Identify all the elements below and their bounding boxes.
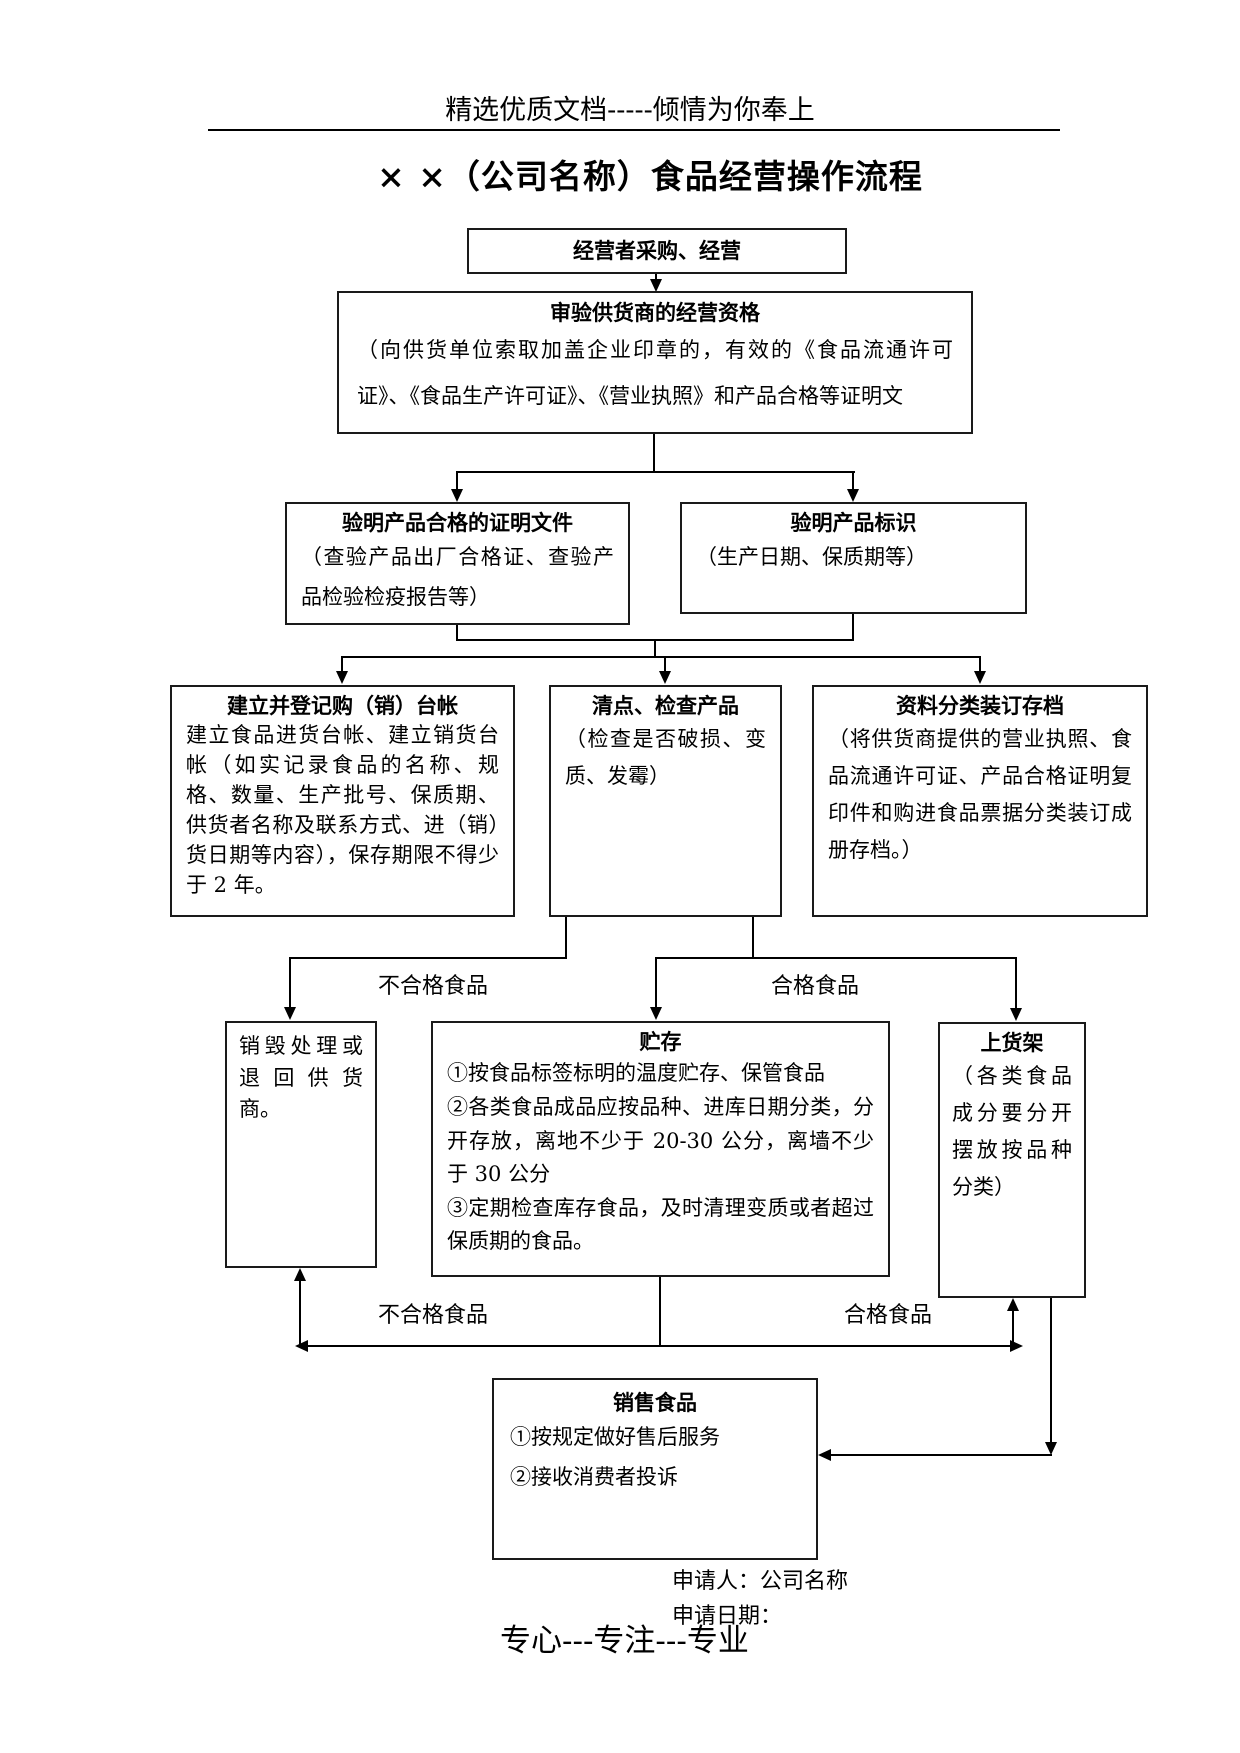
- node-verify-supplier: 审验供货商的经营资格 （向供货单位索取加盖企业印章的，有效的《食品流通许可证》、…: [337, 291, 973, 434]
- node-verify-cert-docs: 验明产品合格的证明文件 （查验产品出厂合格证、查验产品检验检疫报告等）: [285, 502, 630, 625]
- node-shelf-body: （各类食品成分要分开摆放按品种分类）: [952, 1064, 1072, 1199]
- edge-to-label-arrowhead: [847, 489, 859, 502]
- node-sell-title: 销售食品: [613, 1390, 697, 1415]
- edge-purchase-supplier-line: [655, 274, 657, 281]
- node-purchase-title: 经营者采购、经营: [573, 237, 741, 263]
- edge-bottom-left-arrowhead: [295, 1340, 308, 1352]
- edge-to-shelf-line: [1015, 957, 1017, 1010]
- edge-storage-down-line: [659, 1277, 661, 1347]
- edge-label-qualified-upper: 合格食品: [771, 974, 860, 999]
- node-verify-cert-docs-body: （查验产品出厂合格证、查验产品检验检疫报告等）: [301, 545, 614, 610]
- edge-bottom-bus-line: [299, 1345, 1021, 1347]
- edge-label-unqualified-lower: 不合格食品: [378, 1303, 489, 1328]
- edge-to-certdocs-line: [456, 471, 458, 491]
- edge-to-archive-line: [979, 656, 981, 673]
- node-storage-line-3: ③定期检查库存食品，及时清理变质或者超过保质期的食品。: [447, 1195, 874, 1254]
- edge-to-destroy-line: [289, 957, 291, 1009]
- edge-up-to-destroy-line: [299, 1281, 301, 1345]
- edge-up-to-shelf-line: [1012, 1310, 1014, 1345]
- node-storage-line-1: ①按食品标签标明的温度贮存、保管食品: [447, 1061, 825, 1086]
- node-shelf-title: 上货架: [980, 1030, 1044, 1055]
- node-storage-title: 贮存: [639, 1029, 682, 1054]
- node-verify-label-title: 验明产品标识: [790, 510, 917, 535]
- node-ledger-body: 建立食品进货台帐、建立销货台帐（如实记录食品的名称、规格、数量、生产批号、保质期…: [186, 723, 499, 897]
- edge-qualified-upper-line: [655, 957, 1017, 959]
- footer-apply-date: 申请日期：: [672, 1604, 783, 1629]
- header-rule: [208, 129, 1060, 131]
- node-inspect: 清点、检查产品 （检查是否破损、变质、发霉）: [549, 685, 782, 917]
- node-purchase: 经营者采购、经营: [467, 228, 847, 274]
- edge-certdocs-down-line: [456, 625, 458, 639]
- node-verify-label-body: （生产日期、保质期等）: [696, 545, 927, 570]
- page-title: × ×（公司名称）食品经营操作流程: [377, 157, 923, 196]
- node-storage: 贮存 ①按食品标签标明的温度贮存、保管食品 ②各类食品成品应按品种、进库日期分类…: [431, 1021, 890, 1277]
- edge-to-archive-arrowhead: [974, 671, 986, 684]
- edge-merge-drop-line: [654, 639, 656, 656]
- edge-to-inspect-arrowhead: [659, 671, 671, 684]
- edge-to-label-line: [852, 471, 854, 491]
- node-ledger-title: 建立并登记购（销）台帐: [227, 693, 458, 718]
- edge-purchase-supplier-arrowhead: [650, 279, 662, 292]
- edge-to-destroy-arrowhead: [284, 1007, 296, 1020]
- edge-shelf-down-arrowhead: [1045, 1442, 1057, 1455]
- node-verify-supplier-body: （向供货单位索取加盖企业印章的，有效的《食品流通许可证》、《食品生产许可证》、《…: [357, 338, 953, 408]
- edge-inspect-right-stub-line: [752, 917, 754, 959]
- edge-up-to-destroy-arrowhead: [294, 1268, 306, 1281]
- footer-applicant: 申请人：公司名称: [672, 1569, 849, 1594]
- edge-label-unqualified-upper: 不合格食品: [378, 974, 489, 999]
- edge-up-to-shelf-arrowhead: [1007, 1298, 1019, 1311]
- edge-to-sell-arrowhead: [818, 1449, 831, 1461]
- edge-unqualified-upper-line: [289, 957, 567, 959]
- edge-inspect-left-stub-line: [565, 917, 567, 959]
- node-destroy-body: 销毁处理或退回供货商。: [239, 1034, 363, 1121]
- node-verify-cert-docs-title: 验明产品合格的证明文件: [342, 510, 573, 535]
- node-verify-label: 验明产品标识 （生产日期、保质期等）: [680, 502, 1027, 614]
- edge-label-qualified-lower: 合格食品: [844, 1303, 933, 1328]
- edge-to-inspect-line: [664, 656, 666, 673]
- node-ledger: 建立并登记购（销）台帐 建立食品进货台帐、建立销货台帐（如实记录食品的名称、规格…: [170, 685, 515, 917]
- edge-split-row2-line: [456, 471, 855, 473]
- node-sell-line-2: ②接收消费者投诉: [510, 1465, 678, 1490]
- edge-to-certdocs-arrowhead: [451, 489, 463, 502]
- node-inspect-title: 清点、检查产品: [592, 693, 739, 718]
- header-notice: 精选优质文档-----倾情为你奉上: [445, 95, 815, 126]
- node-archive-body: （将供货商提供的营业执照、食品流通许可证、产品合格证明复印件和购进食品票据分类装…: [828, 727, 1132, 862]
- node-shelf: 上货架 （各类食品成分要分开摆放按品种分类）: [938, 1022, 1086, 1298]
- edge-supplier-drop-line: [653, 434, 655, 471]
- node-sell-line-1: ①按规定做好售后服务: [510, 1425, 720, 1450]
- edge-to-ledger-arrowhead: [336, 671, 348, 684]
- node-verify-supplier-title: 审验供货商的经营资格: [550, 300, 760, 325]
- edge-bus-row3-line: [341, 656, 981, 658]
- node-inspect-body: （检查是否破损、变质、发霉）: [565, 727, 766, 789]
- node-destroy: 销毁处理或退回供货商。: [225, 1021, 377, 1268]
- edge-to-ledger-line: [341, 656, 343, 673]
- node-archive: 资料分类装订存档 （将供货商提供的营业执照、食品流通许可证、产品合格证明复印件和…: [812, 685, 1148, 917]
- node-archive-title: 资料分类装订存档: [896, 693, 1064, 718]
- edge-shelf-down-line: [1050, 1298, 1052, 1444]
- node-sell: 销售食品 ①按规定做好售后服务 ②接收消费者投诉: [492, 1378, 818, 1560]
- edge-to-storage-line: [655, 957, 657, 1009]
- edge-to-shelf-arrowhead: [1010, 1008, 1022, 1021]
- edge-label-down-line: [852, 614, 854, 639]
- footer-slogan: 专心---专注---专业: [500, 1623, 749, 1659]
- edge-to-sell-line: [820, 1454, 1052, 1456]
- edge-to-storage-arrowhead: [650, 1007, 662, 1020]
- node-storage-line-2: ②各类食品成品应按品种、进库日期分类，分开存放，离地不少于 20-30 公分，离…: [447, 1095, 874, 1187]
